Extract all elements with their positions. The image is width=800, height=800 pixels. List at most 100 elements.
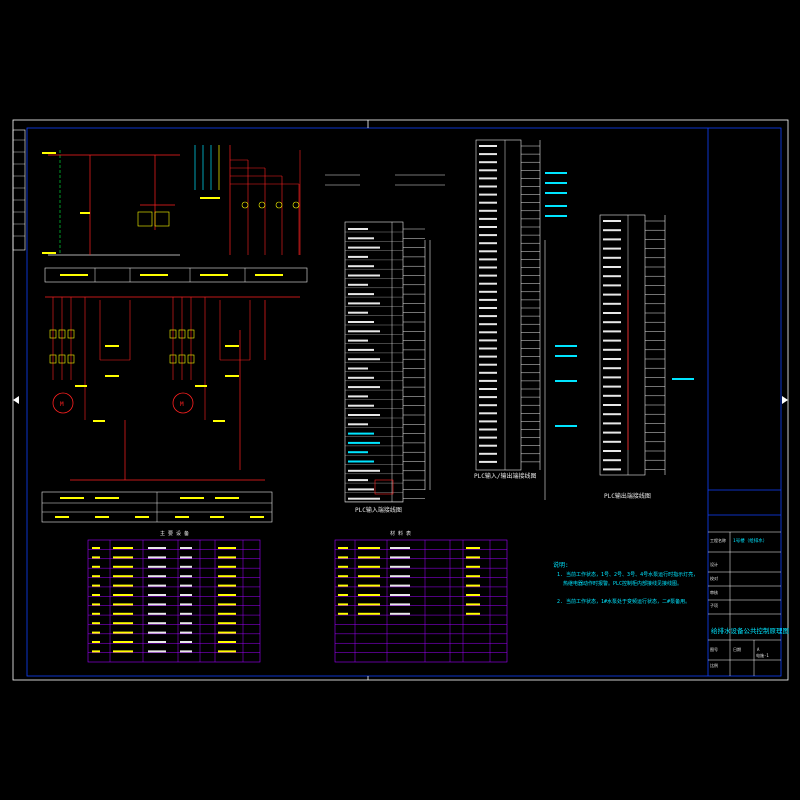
plc-input-label xyxy=(348,469,380,472)
material-cell xyxy=(390,594,410,596)
indicator-lamp xyxy=(292,201,300,209)
equipment-cell xyxy=(92,594,100,596)
equipment-cell xyxy=(113,547,133,549)
mode-label xyxy=(215,497,239,499)
plc-output-label xyxy=(603,229,621,232)
plc-input-label xyxy=(348,479,368,482)
plc-io-annotation xyxy=(545,182,567,184)
plc-input-label xyxy=(348,497,380,500)
equipment-cell xyxy=(180,565,192,568)
plc-io-annotation xyxy=(545,192,567,194)
plc-input-label xyxy=(348,432,374,435)
plc-io-label xyxy=(479,331,497,334)
material-cell xyxy=(338,556,348,559)
equipment-cell xyxy=(218,584,236,587)
equipment-cell xyxy=(92,547,100,549)
motor-2-letter: M xyxy=(180,401,184,408)
plc-input-terminal xyxy=(374,479,394,495)
equipment-cell xyxy=(148,584,166,587)
tb-project-label: 工程名称 xyxy=(710,537,726,543)
plc-io-label xyxy=(479,436,497,439)
plc-output-label xyxy=(603,321,621,324)
plc-output-label xyxy=(603,293,621,296)
mode-value xyxy=(95,516,109,518)
notes-heading: 说明: xyxy=(553,561,569,569)
plc-io-label xyxy=(479,388,497,390)
motor-2-overload xyxy=(169,354,177,364)
plc-output-label xyxy=(603,422,621,425)
plc-io-label xyxy=(479,444,497,447)
motor-2-tag xyxy=(213,420,225,422)
tb-scale-label: 比例 xyxy=(710,662,718,668)
equipment-table-1 xyxy=(87,539,261,663)
table-2-title: 材 料 表 xyxy=(390,530,411,537)
tb-approve-label: 审核 xyxy=(710,589,718,595)
equipment-cell xyxy=(148,575,166,578)
plc-output-label xyxy=(603,339,621,342)
material-cell xyxy=(466,556,480,559)
plc-io-label xyxy=(479,177,497,180)
equipment-cell xyxy=(148,565,166,568)
motor-1-tag xyxy=(75,385,87,387)
equipment-cell xyxy=(113,584,133,587)
plc-output-label xyxy=(603,358,621,360)
indicator-lamp xyxy=(275,201,283,209)
plc-io-label xyxy=(479,412,497,415)
plc-input-label xyxy=(348,274,380,277)
plc-output-annotation xyxy=(672,378,694,380)
plc-output-label xyxy=(603,431,621,434)
material-cell xyxy=(466,603,480,606)
terminal-label xyxy=(80,212,90,214)
breaker-box xyxy=(154,211,170,227)
plc-io-label xyxy=(479,420,497,423)
equipment-cell xyxy=(113,565,133,568)
motor-2-contact xyxy=(187,329,195,339)
mode-value xyxy=(55,516,69,518)
plc-io-label xyxy=(479,452,497,455)
material-cell xyxy=(390,565,410,568)
equipment-cell xyxy=(148,603,166,606)
plc-io-label xyxy=(479,371,497,374)
mode-value xyxy=(135,516,149,518)
tb-code-value: 电施-1 xyxy=(756,652,769,658)
plc-input-label xyxy=(348,293,374,296)
plc-output-label xyxy=(603,275,621,278)
motor-2-tag xyxy=(225,375,239,377)
material-cell xyxy=(466,575,480,578)
indicator-lamp xyxy=(241,201,249,209)
power-distribution-circuit xyxy=(42,145,308,283)
motor-1-symbol xyxy=(52,392,74,414)
plc-io-label xyxy=(479,282,497,285)
plc-input-label xyxy=(348,283,368,286)
plc-input-label xyxy=(348,414,380,416)
plc-input-block xyxy=(344,221,404,503)
plc-output-label xyxy=(603,266,621,268)
mode-label xyxy=(95,497,119,499)
motor-2-contact xyxy=(169,329,177,339)
plc-input-wiring xyxy=(344,221,431,503)
plc-input-label xyxy=(348,386,380,389)
plc-output-label xyxy=(603,312,621,314)
plc-input-label xyxy=(348,404,374,407)
equipment-cell xyxy=(218,650,236,653)
equipment-cell xyxy=(148,612,166,615)
plc-input-label xyxy=(348,255,368,258)
equipment-cell xyxy=(180,594,192,596)
plc-input-label xyxy=(348,488,374,491)
equipment-cell xyxy=(180,584,192,587)
equipment-cell xyxy=(148,631,166,634)
plc-input-label xyxy=(348,441,380,444)
tb-version-value: A xyxy=(757,647,760,652)
plc-input-title: PLC输入端接线图 xyxy=(355,506,402,514)
plc-io-label xyxy=(479,193,497,196)
equipment-cell xyxy=(113,622,133,625)
tb-check-label: 校对 xyxy=(710,575,718,581)
plc-io-label xyxy=(479,460,497,463)
plc-input-label xyxy=(348,339,368,342)
plc-io-wiring xyxy=(325,139,577,500)
tb-date-label: 日期 xyxy=(733,646,741,652)
material-cell xyxy=(466,547,480,549)
material-cell xyxy=(390,584,410,587)
material-cell xyxy=(338,565,348,568)
